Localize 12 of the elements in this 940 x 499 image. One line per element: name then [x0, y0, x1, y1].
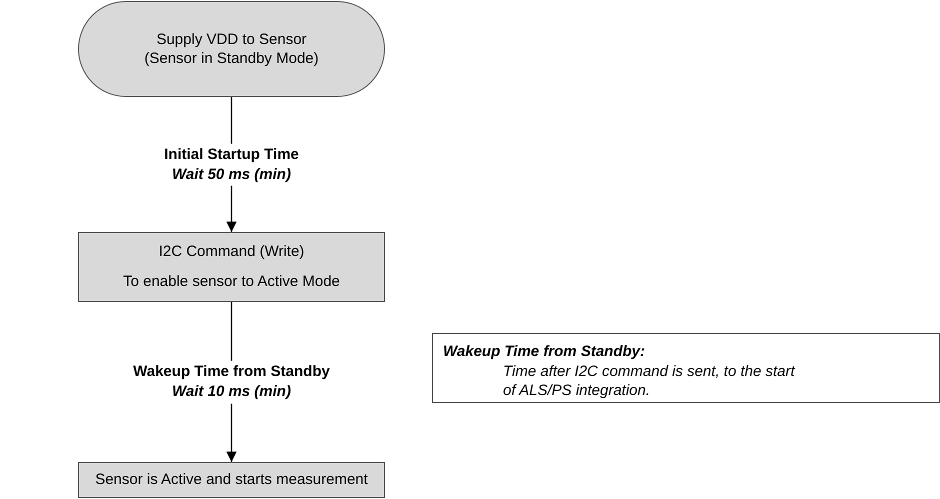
- edge-label: Wakeup Time from Standby Wait 10 ms (min): [131, 360, 332, 404]
- note-box: [432, 333, 940, 403]
- node-text: I2C Command (Write): [158, 242, 304, 262]
- note-text: Time after I2C command is sent, to the start of ALS/PS integration.: [502, 362, 796, 400]
- note-heading: Wakeup Time from Standby:: [443, 342, 645, 362]
- node-text: Sensor is Active and starts measurement: [95, 470, 368, 490]
- process-box: [78, 232, 385, 302]
- process-box: [78, 462, 385, 498]
- node-text: (Sensor in Standby Mode): [144, 49, 319, 68]
- node-text: To enable sensor to Active Mode: [123, 272, 340, 292]
- node-text: Supply VDD to Sensor: [156, 30, 307, 49]
- edge-label: Initial Startup Time Wait 50 ms (min): [162, 143, 301, 186]
